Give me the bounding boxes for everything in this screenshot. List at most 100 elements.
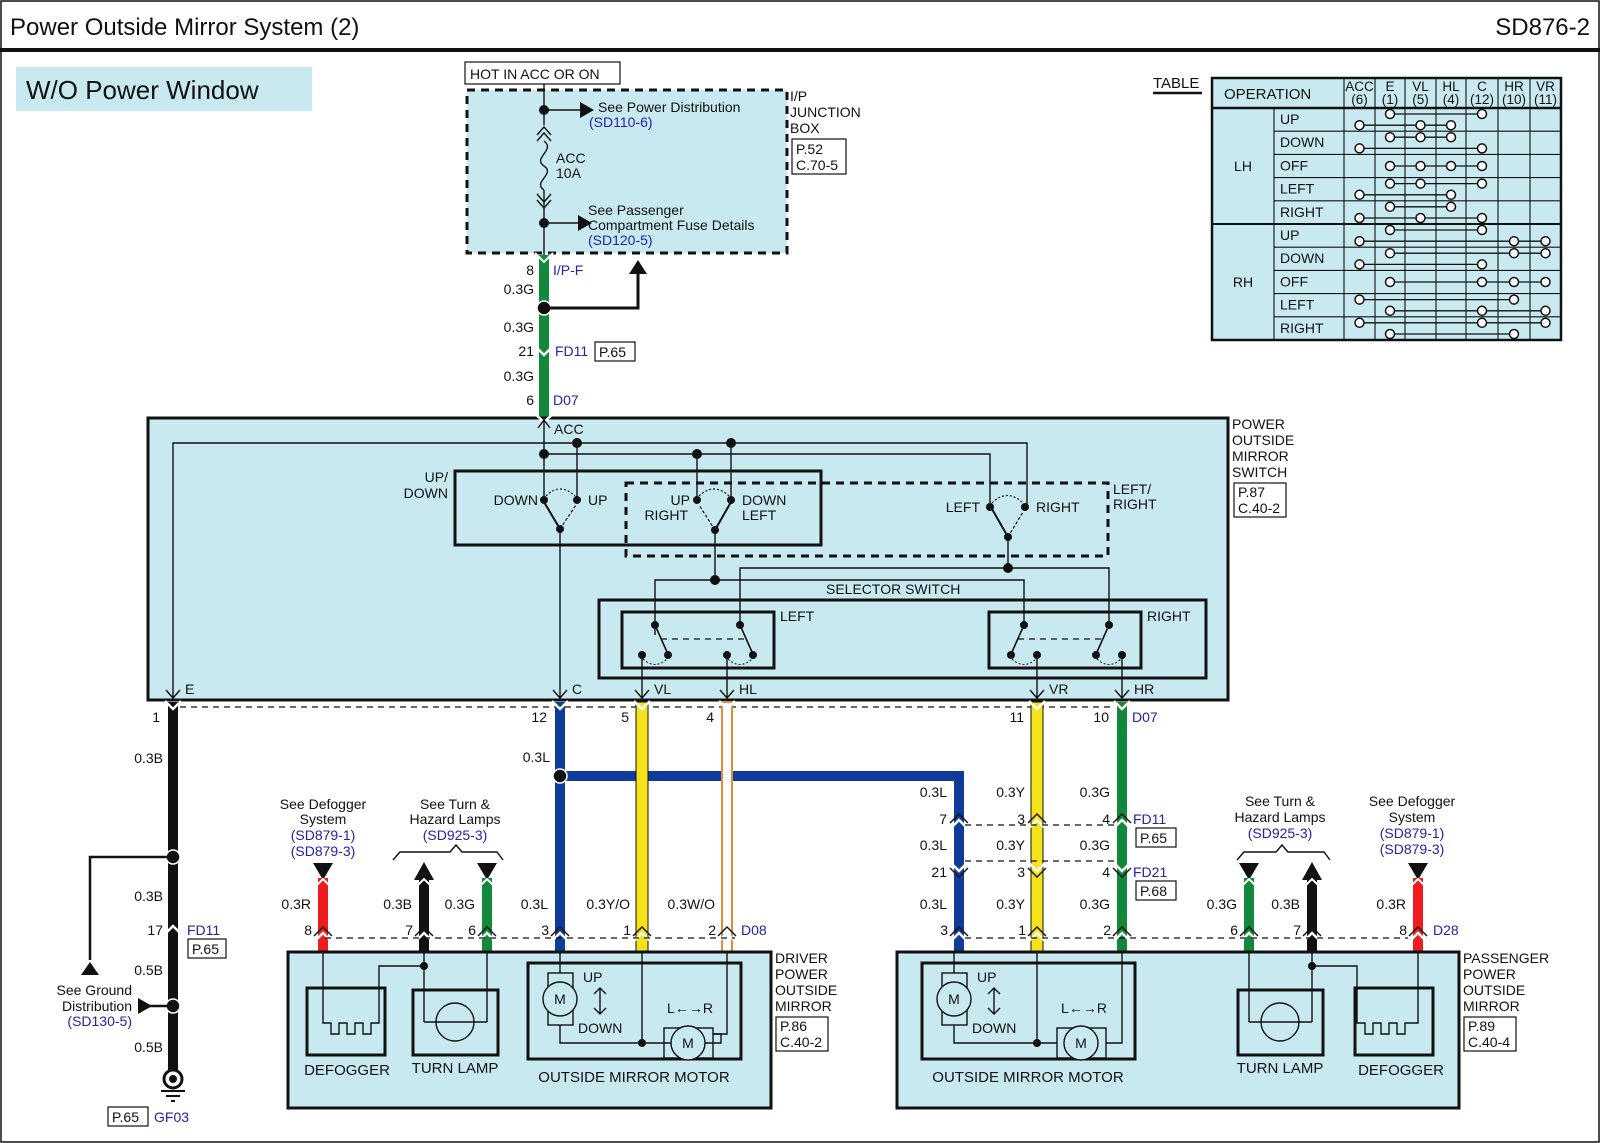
- pass-defogger-label: DEFOGGER: [1358, 1062, 1444, 1079]
- continuity-terminal: [1415, 131, 1426, 143]
- table-group-label: RH: [1233, 274, 1253, 290]
- pass-name-1: PASSENGER: [1463, 950, 1549, 966]
- fuse-details-ref-link[interactable]: (SD120-5): [588, 232, 653, 248]
- feed-ref-box: [594, 341, 636, 362]
- switch-ref-page[interactable]: P.87: [1238, 484, 1265, 500]
- switch-name-1: POWER: [1232, 416, 1285, 432]
- table-op-label: DOWN: [1280, 134, 1324, 150]
- driver-defogger-box: [305, 986, 387, 1057]
- passenger-defogger-box: [1353, 986, 1435, 1057]
- switch-connector-label: D07: [1132, 709, 1158, 725]
- driver-defog-ref-link-1[interactable]: (SD879-1): [291, 827, 356, 843]
- pass-motor-label: OUTSIDE MIRROR MOTOR: [932, 1069, 1124, 1086]
- selector-left-label: LEFT: [780, 608, 815, 624]
- pass-turn-ref-link[interactable]: (SD925-3): [1248, 825, 1313, 841]
- continuity-terminal: [1476, 212, 1488, 224]
- driver-motor-box: [526, 961, 743, 1061]
- updown-switch-contact[interactable]: [543, 501, 561, 530]
- driver-defog-ref-link-2[interactable]: (SD879-3): [291, 843, 356, 859]
- continuity-terminal: [1384, 201, 1396, 213]
- ud-down-label: DOWN: [494, 492, 538, 508]
- lamp-icon: [435, 1002, 475, 1042]
- jbox-name-1: I/P: [790, 88, 807, 104]
- driver-ref-conn[interactable]: C.40-2: [780, 1034, 822, 1050]
- arrow-right-icon: [578, 215, 592, 231]
- pass-defog-ref-2: System: [1389, 809, 1436, 825]
- table-col-name: E: [1385, 79, 1394, 94]
- driver-lr-label: L←→R: [667, 1000, 713, 1016]
- table-col-name: HR: [1504, 79, 1524, 94]
- driver-turn-lamp-box: [411, 988, 500, 1057]
- table-col-name: VR: [1536, 79, 1555, 94]
- ground-dist-2: Distribution: [62, 998, 132, 1014]
- fuse-details-line2: Compartment Fuse Details: [588, 217, 755, 233]
- ground-dist-ref-link[interactable]: (SD130-5): [67, 1013, 132, 1029]
- page-code: SD876-2: [1495, 14, 1590, 41]
- inline-ref[interactable]: P.68: [1140, 883, 1167, 899]
- ground-dist-1: See Ground: [57, 982, 133, 998]
- variant-label-bg: [16, 67, 312, 111]
- pass-defog-ref-link-1[interactable]: (SD879-1): [1380, 825, 1445, 841]
- continuity-terminal: [1476, 143, 1488, 154]
- leftright-switch-contact[interactable]: [991, 508, 1009, 538]
- ground-ref[interactable]: P.65: [192, 941, 219, 957]
- table-op-label: RIGHT: [1280, 320, 1324, 336]
- selector-right-box[interactable]: [987, 610, 1143, 670]
- jbox-ref-page[interactable]: P.52: [796, 141, 823, 157]
- pass-ref-page[interactable]: P.89: [1468, 1018, 1495, 1034]
- driver-ref-box: [775, 1016, 829, 1052]
- inline-ref[interactable]: P.65: [1140, 830, 1167, 846]
- driver-wire-label: 0.3Y/O: [586, 896, 630, 912]
- continuity-terminal: [1415, 160, 1426, 172]
- continuity-terminal: [1540, 305, 1551, 317]
- updown-label-1: UP/: [425, 469, 448, 485]
- table-op-label: UP: [1280, 227, 1299, 243]
- passenger-wire: [1244, 878, 1254, 952]
- feed-wire-2: 0.3G: [504, 319, 534, 335]
- driver-ref-page[interactable]: P.86: [780, 1018, 807, 1034]
- mid-left-label: LEFT: [742, 507, 777, 523]
- pass-name-4: MIRROR: [1463, 998, 1520, 1014]
- driver-turn-ref-link[interactable]: (SD925-3): [423, 827, 488, 843]
- arrow-down-icon: [1408, 863, 1428, 880]
- continuity-terminal: [1384, 160, 1396, 172]
- passenger-wire-label: 0.3G: [1207, 896, 1237, 912]
- continuity-terminal: [1476, 160, 1488, 172]
- terminal-arrow-icon: [1029, 689, 1045, 700]
- power-dist-ref-link[interactable]: (SD110-6): [589, 114, 653, 130]
- feed-wire-1: 0.3G: [504, 281, 534, 297]
- passenger-wire-label: 0.3G: [1080, 896, 1110, 912]
- feed-ref[interactable]: P.65: [599, 344, 626, 360]
- continuity-terminal: [1384, 108, 1396, 120]
- passenger-wire-label: 0.3Y: [996, 896, 1025, 912]
- table-op-label: OFF: [1280, 273, 1308, 289]
- continuity-terminal: [1445, 160, 1457, 172]
- continuity-terminal: [1415, 178, 1426, 189]
- pass-ref-conn[interactable]: C.40-4: [1468, 1034, 1510, 1050]
- lr-right-label: RIGHT: [1036, 499, 1080, 515]
- pass-turn-ref-2: Hazard Lamps: [1234, 809, 1325, 825]
- feed-wire-green: [539, 255, 549, 418]
- switch-ref-conn[interactable]: C.40-2: [1238, 500, 1280, 516]
- mirror-selector-contact[interactable]: [714, 501, 732, 531]
- table-col-name: VL: [1412, 79, 1429, 94]
- table-op-label: RIGHT: [1280, 204, 1324, 220]
- fuse-icon: [539, 140, 549, 191]
- jbox-ref-conn[interactable]: C.70-5: [796, 157, 838, 173]
- continuity-terminal: [1384, 305, 1396, 317]
- mid-down-label: DOWN: [742, 492, 786, 508]
- passenger-wire-label: 0.3R: [1376, 896, 1406, 912]
- pass-defog-ref-link-2[interactable]: (SD879-3): [1380, 841, 1445, 857]
- pin-number: 1: [152, 709, 160, 725]
- fuse-label-acc: ACC: [556, 150, 586, 166]
- pin-number: 10: [1093, 709, 1109, 725]
- junction-box: [465, 88, 789, 255]
- terminal-label: E: [185, 681, 194, 697]
- continuity-terminal: [1445, 119, 1457, 131]
- pass-name-2: POWER: [1463, 966, 1516, 982]
- selector-left-box[interactable]: [620, 610, 776, 670]
- page-title: Power Outside Mirror System (2): [10, 14, 359, 41]
- ground-point-ref[interactable]: P.65: [112, 1109, 139, 1125]
